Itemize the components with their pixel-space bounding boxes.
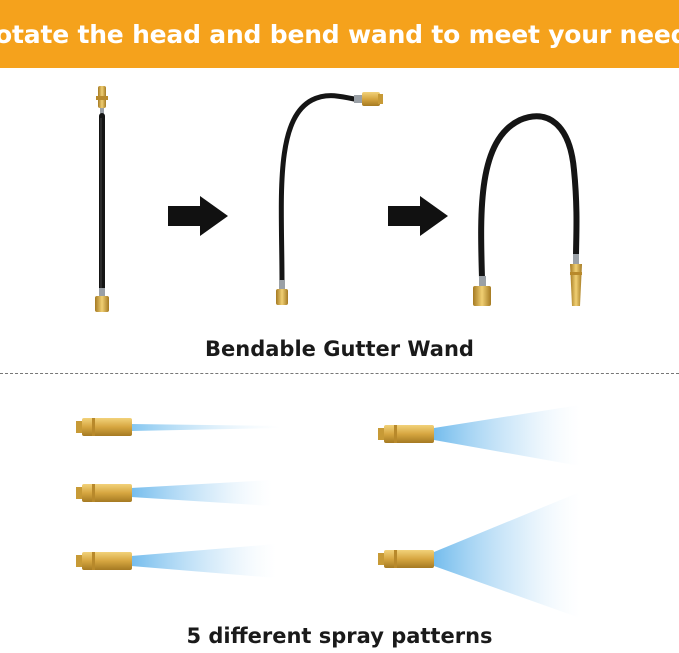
half-bent-wand (276, 92, 383, 305)
spray-pattern-medium-fan (76, 544, 276, 578)
spray-caption: 5 different spray patterns (186, 624, 493, 648)
banner-title: Rotate the head and bend wand to meet yo… (0, 19, 679, 49)
fully-bent-wand (473, 113, 582, 306)
spray-pattern-wide-fan (378, 405, 580, 466)
straight-wand (95, 86, 109, 312)
spray-pattern-narrow-fan (76, 480, 272, 506)
spray-pattern-jet (76, 418, 280, 436)
section-divider (0, 373, 679, 374)
right-arrow-icon (168, 196, 228, 236)
wand-caption: Bendable Gutter Wand (205, 337, 474, 361)
right-arrow-icon (388, 196, 448, 236)
spray-pattern-full-cone (378, 492, 580, 618)
header-banner: Rotate the head and bend wand to meet yo… (0, 0, 679, 68)
